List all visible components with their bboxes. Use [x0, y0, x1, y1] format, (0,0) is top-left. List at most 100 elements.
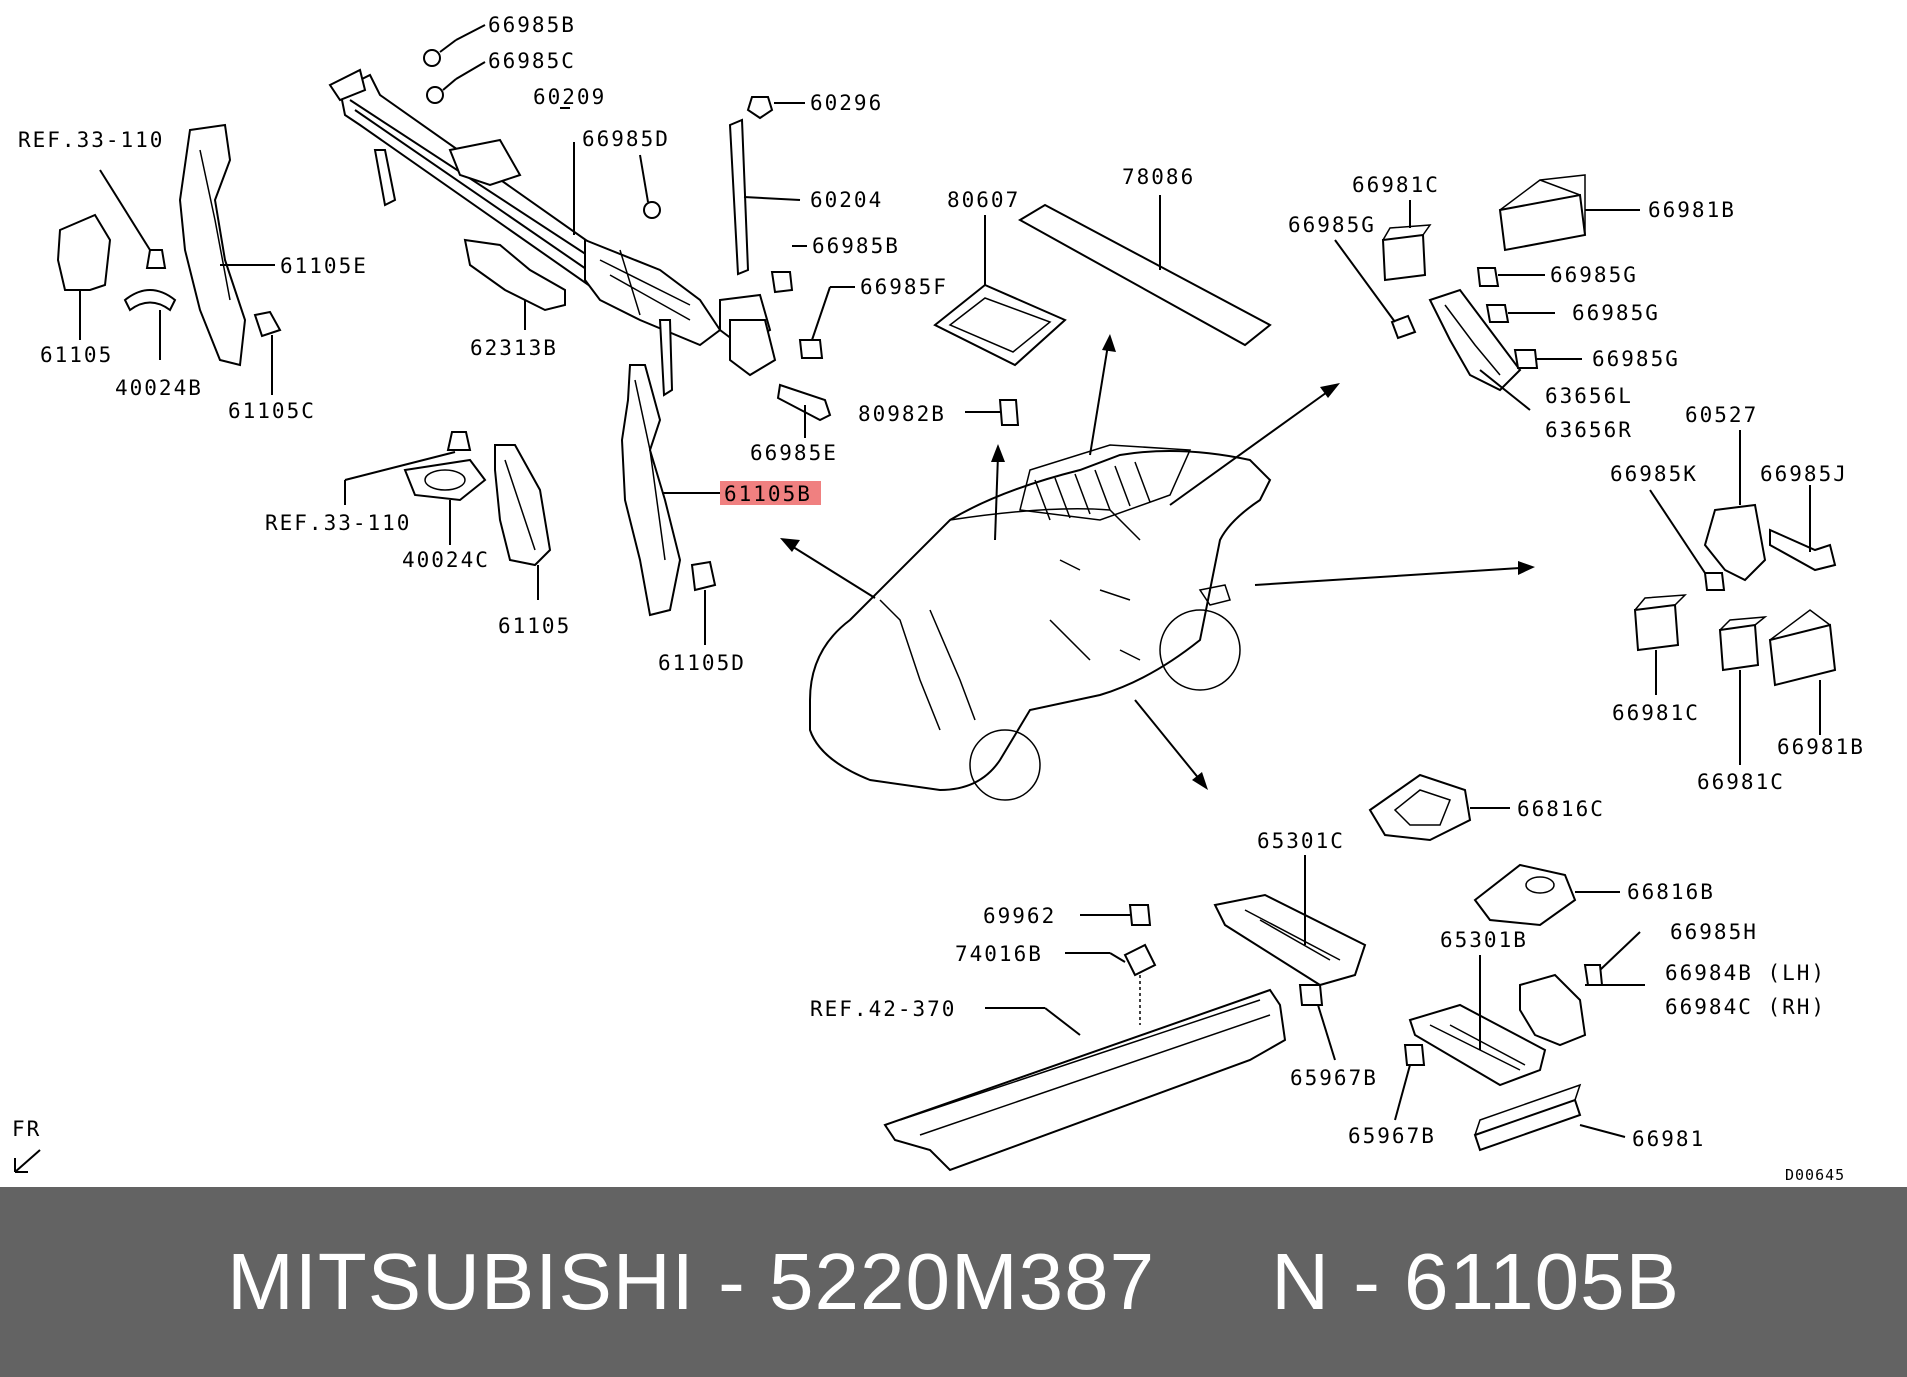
bolt-66985G-a	[1476, 267, 1545, 287]
label-61105-left: 61105	[40, 343, 113, 367]
clip-ref33-mid	[344, 431, 472, 505]
label-66984B: 66984B (LH)	[1665, 961, 1826, 985]
label-66981B-bot: 66981B	[1777, 735, 1865, 759]
bolt-66985H	[1583, 931, 1641, 986]
bracket-60527	[1703, 430, 1767, 582]
duct-61105E	[178, 123, 275, 367]
label-diagram-code: D00645	[1785, 1166, 1845, 1184]
label-ref33-mid: REF.33-110	[265, 511, 411, 535]
bolt-66985B-top	[423, 39, 457, 67]
bolt-66985C	[426, 78, 457, 104]
label-65967B-a: 65967B	[1290, 1066, 1378, 1090]
label-63656R: 63656R	[1545, 418, 1633, 442]
duct-61105-mid	[494, 444, 552, 600]
label-61105C: 61105C	[228, 399, 316, 423]
pad-66981C-a	[1633, 594, 1687, 695]
label-66985J: 66985J	[1760, 462, 1848, 486]
bolt-66985K	[1649, 489, 1726, 591]
label-66981: 66981	[1632, 1127, 1705, 1151]
ring-40024B	[123, 289, 177, 360]
bolt-80982B	[965, 399, 1020, 426]
clip-65967B-b	[1394, 1044, 1426, 1121]
insulator-66816B	[1473, 863, 1620, 927]
label-66981C-a: 66981C	[1612, 701, 1700, 725]
label-66985G-a: 66985G	[1550, 263, 1638, 287]
label-66985D: 66985D	[582, 127, 670, 151]
label-69962: 69962	[983, 904, 1056, 928]
label-66985E: 66985E	[750, 441, 838, 465]
label-40024C: 40024C	[402, 548, 490, 572]
label-66985B-mid: 66985B	[812, 234, 900, 258]
label-66985G-c: 66985G	[1592, 347, 1680, 371]
bolt-66985F	[798, 286, 855, 359]
bolt-66985G-b	[1485, 304, 1555, 323]
bolt-66985D	[639, 154, 661, 219]
insulator-62313B	[463, 238, 566, 330]
label-74016B: 74016B	[955, 942, 1043, 966]
label-65301B: 65301B	[1440, 928, 1528, 952]
parts-diagram: 66985B 66985C 60209 60296 66985D 60204 6…	[12, 13, 1865, 1184]
insulator-66816C	[1368, 773, 1510, 842]
bracket-60204	[728, 118, 801, 276]
label-66984C: 66984C (RH)	[1665, 995, 1826, 1019]
mount-66984	[1519, 973, 1645, 1047]
clip-74016B	[1065, 943, 1157, 1025]
pad-66981	[1473, 1083, 1626, 1152]
label-65301C: 65301C	[1257, 829, 1345, 853]
cover-65301B	[1408, 955, 1547, 1087]
label-66985F: 66985F	[860, 275, 948, 299]
label-78086: 78086	[1122, 165, 1195, 189]
label-80607: 80607	[947, 188, 1020, 212]
pad-78086	[1018, 195, 1272, 347]
label-66985G-left: 66985G	[1288, 213, 1376, 237]
label-ref42: REF.42-370	[810, 997, 956, 1021]
frame-80607	[933, 215, 1067, 367]
label-61105D: 61105D	[658, 651, 746, 675]
label-66985B-top: 66985B	[488, 13, 576, 37]
floor-panel-ref42	[883, 988, 1287, 1172]
label-60527: 60527	[1685, 403, 1758, 427]
nut-60296	[746, 96, 805, 120]
label-66981B-top: 66981B	[1648, 198, 1736, 222]
label-60204: 60204	[810, 188, 883, 212]
label-61105B: 61105B	[724, 482, 812, 506]
bolt-66985J	[1769, 485, 1837, 572]
pad-66981B-top	[1498, 174, 1640, 252]
footer-part-number: MITSUBISHI - 5220M387 N - 61105B	[227, 1237, 1680, 1326]
label-63656L: 63656L	[1545, 384, 1633, 408]
label-fr: FR	[12, 1117, 41, 1141]
cross-beam-assembly	[328, 68, 777, 397]
footer-banner: MITSUBISHI - 5220M387 N - 61105B	[0, 1187, 1907, 1377]
duct-61105-left	[56, 213, 112, 340]
bolt-66985E	[776, 383, 832, 438]
bolt-66985G-left	[1334, 239, 1417, 340]
label-60209: 60209	[533, 85, 606, 109]
cover-65301C	[1213, 855, 1367, 987]
label-61105-mid: 61105	[498, 614, 571, 638]
clip-61105C	[253, 310, 282, 395]
label-40024B: 40024B	[115, 376, 203, 400]
clip-ref33-top	[99, 169, 167, 269]
label-61105E: 61105E	[280, 254, 368, 278]
direction-arrows	[780, 334, 1535, 790]
pad-66981C-b	[1718, 616, 1768, 765]
label-66985K: 66985K	[1610, 462, 1698, 486]
label-66816C: 66816C	[1517, 797, 1605, 821]
pad-66981C-top	[1381, 200, 1432, 282]
vehicle-body-outline	[809, 444, 1272, 801]
bolt-66985G-c	[1513, 349, 1582, 369]
front-direction-arrow	[14, 1149, 41, 1173]
label-66981C-b: 66981C	[1697, 770, 1785, 794]
label-62313B: 62313B	[470, 336, 558, 360]
bolt-69962	[1080, 904, 1152, 926]
label-ref33-top: REF.33-110	[18, 128, 164, 152]
label-66981C-top: 66981C	[1352, 173, 1440, 197]
label-66816B: 66816B	[1627, 880, 1715, 904]
label-65967B-b: 65967B	[1348, 1124, 1436, 1148]
duct-61105B-highlighted	[620, 364, 720, 617]
clip-65967B-a	[1298, 984, 1336, 1061]
highlight-box-61105B	[720, 481, 821, 505]
label-66985C: 66985C	[488, 49, 576, 73]
bracket-63656	[1428, 288, 1531, 411]
label-66985H: 66985H	[1670, 920, 1758, 944]
